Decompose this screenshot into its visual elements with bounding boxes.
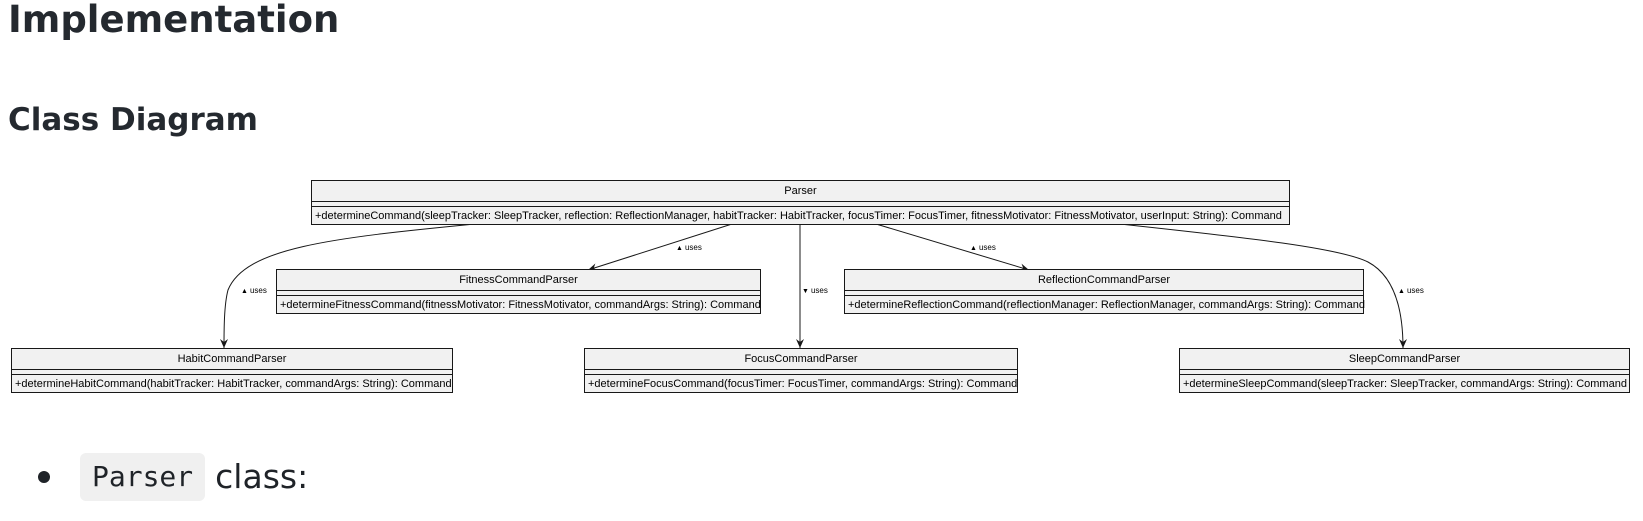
class-name: SleepCommandParser [1180,349,1629,370]
edge-parser-habit [220,223,476,349]
class-fitness-command-parser: FitnessCommandParser +determineFitnessCo… [276,269,761,314]
edge-parser-reflection [875,223,1030,272]
arrow-down-icon: ▼ [802,288,809,295]
arrow-up-icon: ▲ [676,245,683,252]
class-name: Parser [312,181,1289,202]
edge-label-sleep: ▲uses [1398,286,1424,295]
class-habit-command-parser: HabitCommandParser +determineHabitComman… [11,348,453,393]
diagram-edges [220,223,1407,349]
class-reflection-command-parser: ReflectionCommandParser +determineReflec… [844,269,1365,314]
class-name: FitnessCommandParser [277,270,760,291]
class-parser: Parser +determineCommand(sleepTracker: S… [311,180,1290,225]
bullet-icon [38,471,50,483]
page-title: Implementation [8,0,340,41]
class-method: +determineCommand(sleepTracker: SleepTra… [315,210,1282,222]
arrow-up-icon: ▲ [1398,288,1405,295]
class-method: +determineSleepCommand(sleepTracker: Sle… [1183,378,1627,390]
edge-label-habit: ▲uses [241,286,267,295]
inline-code: Parser [80,453,206,501]
edge-parser-fitness [587,223,733,272]
class-method: +determineFitnessCommand(fitnessMotivato… [280,299,761,311]
class-method: +determineReflectionCommand(reflectionMa… [848,299,1365,311]
edge-label-reflection: ▲uses [970,243,996,252]
edge-label-focus: ▼uses [802,286,828,295]
class-name: FocusCommandParser [585,349,1017,370]
class-method: +determineHabitCommand(habitTracker: Hab… [15,378,452,390]
class-sleep-command-parser: SleepCommandParser +determineSleepComman… [1179,348,1630,393]
list-item: Parser class: [38,449,308,505]
section-heading-class-diagram: Class Diagram [8,102,258,138]
list-item-text: class: [215,457,309,496]
arrow-up-icon: ▲ [970,245,977,252]
edge-label-fitness: ▲uses [676,243,702,252]
arrow-up-icon: ▲ [241,288,248,295]
class-method: +determineFocusCommand(focusTimer: Focus… [588,378,1018,390]
edge-parser-sleep [1119,223,1407,349]
class-name: ReflectionCommandParser [845,270,1363,291]
class-name: HabitCommandParser [12,349,452,370]
class-focus-command-parser: FocusCommandParser +determineFocusComman… [584,348,1018,393]
class-diagram: Parser +determineCommand(sleepTracker: S… [11,180,1630,393]
